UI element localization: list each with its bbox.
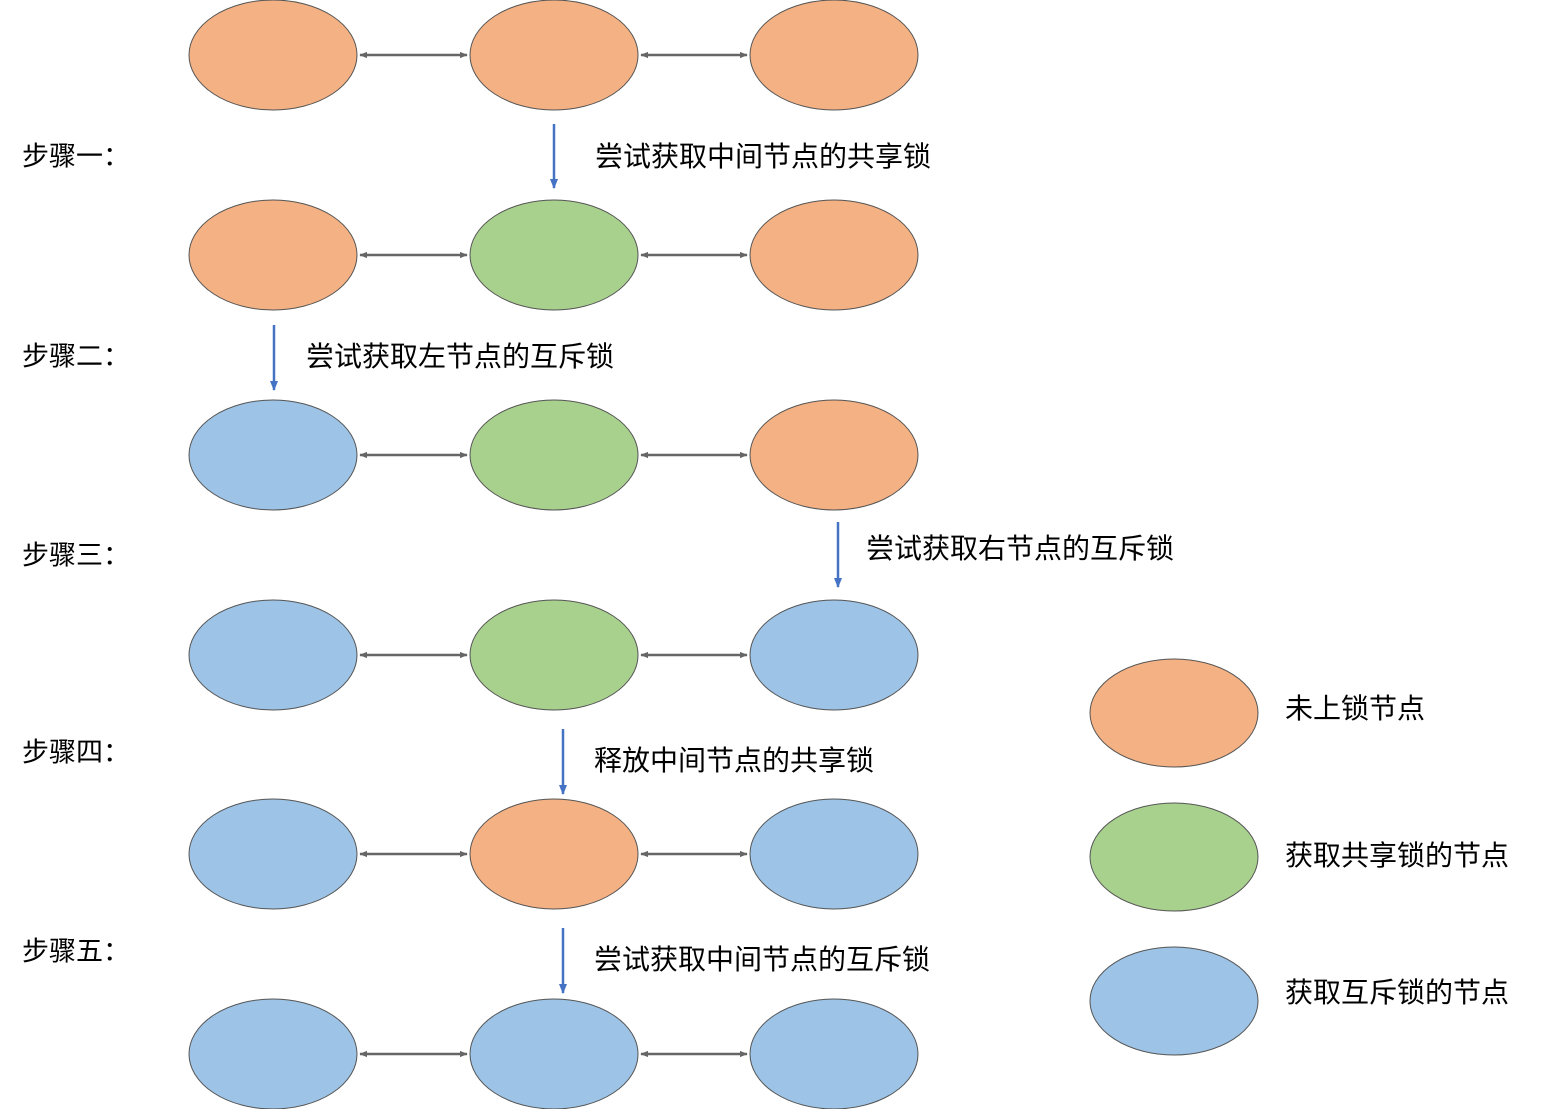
step-action-text: 尝试获取左节点的互斥锁 <box>306 340 614 373</box>
left-node <box>188 998 358 1109</box>
step: 步骤四： 释放中间节点的共享锁 <box>22 729 874 795</box>
middle-node <box>469 798 639 910</box>
step: 步骤五： 尝试获取中间节点的互斥锁 <box>22 928 930 994</box>
step-label: 步骤一： <box>22 142 130 173</box>
left-node <box>188 798 358 910</box>
legend-swatch <box>1089 802 1259 912</box>
legend-label: 未上锁节点 <box>1285 692 1425 725</box>
node-row <box>188 399 919 511</box>
middle-node <box>469 199 639 311</box>
step: 步骤三： 尝试获取右节点的互斥锁 <box>22 522 1174 588</box>
step-action-text: 尝试获取中间节点的互斥锁 <box>594 943 930 976</box>
step-label: 步骤五： <box>22 937 130 968</box>
left-node <box>188 399 358 511</box>
right-node <box>749 599 919 711</box>
legend-item: 获取共享锁的节点 <box>1089 802 1509 912</box>
right-node <box>749 0 919 111</box>
right-node <box>749 399 919 511</box>
middle-node <box>469 399 639 511</box>
left-node <box>188 0 358 111</box>
left-node <box>188 199 358 311</box>
step-label: 步骤三： <box>22 541 130 572</box>
node-row <box>188 798 919 910</box>
middle-node <box>469 0 639 111</box>
right-node <box>749 199 919 311</box>
left-node <box>188 599 358 711</box>
node-row <box>188 998 919 1109</box>
legend-label: 获取互斥锁的节点 <box>1285 976 1509 1009</box>
step-action-text: 尝试获取中间节点的共享锁 <box>595 140 931 173</box>
node-row <box>188 0 919 111</box>
node-row <box>188 199 919 311</box>
step: 步骤二： 尝试获取左节点的互斥锁 <box>22 325 614 391</box>
legend-item: 获取互斥锁的节点 <box>1089 946 1509 1056</box>
step-action-text: 释放中间节点的共享锁 <box>594 744 874 777</box>
legend-item: 未上锁节点 <box>1089 658 1425 768</box>
step: 步骤一： 尝试获取中间节点的共享锁 <box>22 124 931 189</box>
step-label: 步骤四： <box>22 738 130 769</box>
legend-label: 获取共享锁的节点 <box>1285 839 1509 872</box>
right-node <box>749 798 919 910</box>
middle-node <box>469 599 639 711</box>
middle-node <box>469 998 639 1109</box>
legend-swatch <box>1089 946 1259 1056</box>
step-label: 步骤二： <box>22 342 130 373</box>
legend-swatch <box>1089 658 1259 768</box>
right-node <box>749 998 919 1109</box>
step-action-text: 尝试获取右节点的互斥锁 <box>866 532 1174 565</box>
node-rows <box>188 0 919 1109</box>
node-row <box>188 599 919 711</box>
